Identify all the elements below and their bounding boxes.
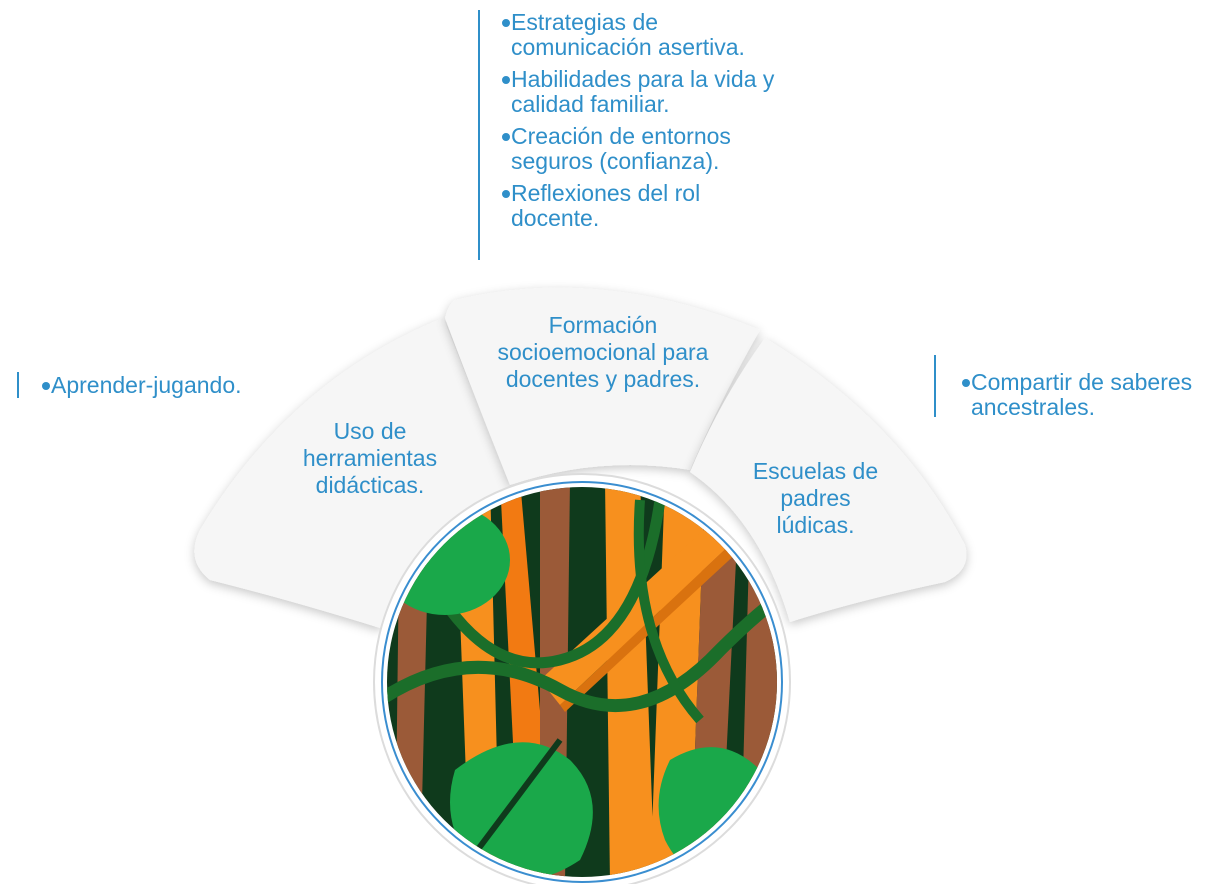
list-item: Aprender-jugando.: [42, 373, 302, 398]
divider-center: [478, 10, 480, 260]
petal-right-label: Escuelas de padres lúdicas.: [752, 458, 879, 538]
bullet-list-right: Compartir de saberes ancestrales.: [962, 370, 1222, 427]
petal-left-label: Uso de herramientas didácticas.: [302, 418, 438, 498]
divider-right: [934, 355, 936, 417]
petal-center: [445, 287, 760, 485]
petal-center-label: Formación socioemocional para docentes y…: [497, 312, 709, 392]
petal-right: [690, 338, 967, 622]
bullet-list-center: Estrategias de comunicación asertiva. Ha…: [502, 10, 792, 238]
list-item: Estrategias de comunicación asertiva.: [502, 10, 792, 60]
list-item: Reflexiones del rol docente.: [502, 181, 792, 231]
bullet-list-left: Aprender-jugando.: [42, 373, 302, 405]
divider-left: [17, 372, 19, 398]
list-item: Habilidades para la vida y calidad famil…: [502, 67, 792, 117]
list-item: Compartir de saberes ancestrales.: [962, 370, 1222, 420]
list-item: Creación de entornos seguros (confianza)…: [502, 124, 792, 174]
